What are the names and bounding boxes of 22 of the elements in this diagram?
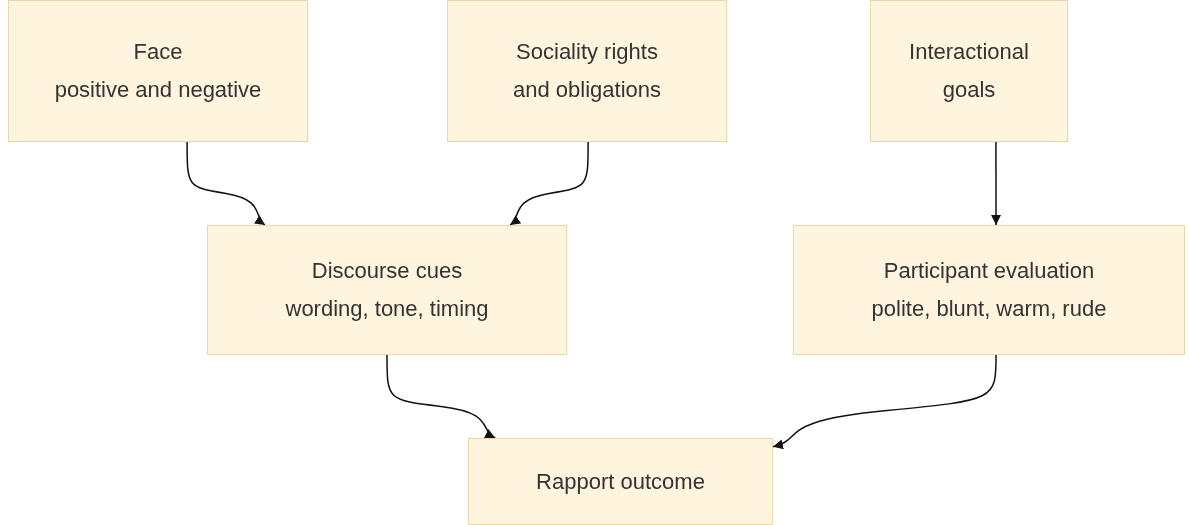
- node-text: Sociality rights: [516, 38, 658, 66]
- process-box: [468, 438, 773, 525]
- node-text: and obligations: [513, 76, 661, 104]
- process-box: [870, 0, 1068, 142]
- process-box: [447, 0, 727, 142]
- arrow: [991, 141, 1002, 226]
- arrow: [772, 354, 997, 449]
- node-text: Interactional: [909, 38, 1029, 66]
- node-text: positive and negative: [54, 76, 262, 104]
- node-text: polite, blunt, warm, rude: [871, 295, 1107, 323]
- arrow: [509, 141, 589, 226]
- node-text: Participant evaluation: [883, 257, 1095, 285]
- node-text: Face: [133, 38, 183, 66]
- process-box: [793, 225, 1185, 355]
- node-text: wording, tone, timing: [285, 295, 489, 323]
- arrow: [386, 354, 496, 439]
- process-box: [207, 225, 567, 355]
- node-text: goals: [942, 76, 996, 104]
- node-text: Rapport outcome: [536, 467, 705, 496]
- process-box: [8, 0, 308, 142]
- arrow: [186, 141, 266, 226]
- node-text: Discourse cues: [311, 257, 463, 285]
